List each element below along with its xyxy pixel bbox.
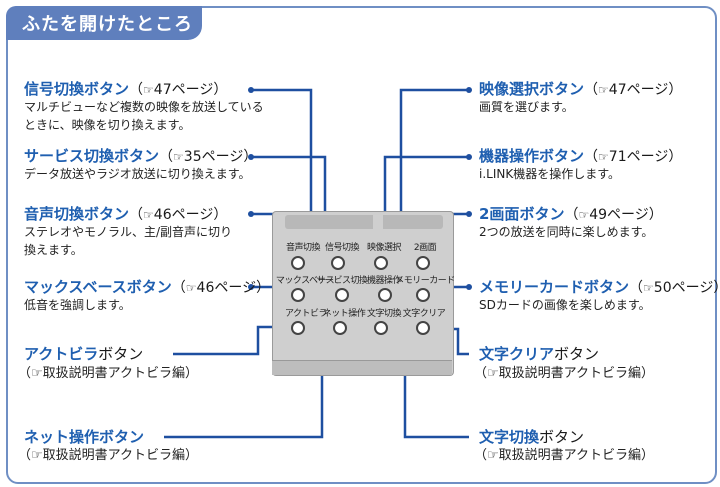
desc-two-screen: 2つの放送を同時に楽しめます。: [479, 225, 654, 239]
desc-audio-switch-1: ステレオやモノラル、主/副音声に切り: [24, 225, 233, 239]
actvila-button[interactable]: [291, 321, 305, 335]
panel-label-audio: 音声切換: [285, 243, 321, 253]
hand-pointer-icon: ☞: [185, 281, 197, 295]
max-base-button[interactable]: [291, 288, 305, 302]
hand-pointer-icon: ☞: [598, 150, 609, 164]
label-signal-switch: 信号切換ボタン（☞47ページ）: [24, 80, 228, 98]
panel-label-memcard: メモリーカード: [395, 276, 455, 286]
label-actvila: アクトビラボタン: [24, 345, 144, 363]
panel-label-2screen: 2画面: [413, 243, 437, 253]
desc-signal-switch-2: ときに、映像を切り換えます。: [24, 118, 191, 132]
net-operation-button[interactable]: [333, 321, 347, 335]
hand-pointer-icon: ☞: [643, 281, 654, 295]
hand-pointer-icon: ☞: [578, 208, 590, 222]
page-title: ふたを開けたところ: [22, 14, 193, 35]
label-text-clear: 文字クリアボタン: [479, 345, 600, 363]
desc-text-clear: （☞取扱説明書アクトビラ編）: [474, 366, 655, 381]
label-memory-card: メモリーカードボタン（☞50ページ）: [479, 278, 720, 296]
panel-label-actvila: アクトビラ: [284, 309, 328, 319]
two-screen-button[interactable]: [416, 256, 430, 270]
label-max-base: マックスベースボタン（☞46ページ）: [24, 278, 271, 296]
hand-pointer-icon: ☞: [143, 208, 154, 222]
signal-switch-button[interactable]: [331, 256, 345, 270]
hand-pointer-icon: ☞: [173, 150, 184, 164]
desc-service-switch: データ放送やラジオ放送に切り換えます。: [24, 167, 251, 181]
panel-label-signal: 信号切換: [324, 243, 360, 253]
desc-picture-select: 画質を選びます。: [479, 100, 574, 114]
label-picture-select: 映像選択ボタン（☞47ページ）: [479, 80, 683, 98]
label-text-switch: 文字切換ボタン: [479, 428, 585, 446]
picture-select-button[interactable]: [374, 256, 388, 270]
label-audio-switch: 音声切換ボタン（☞46ページ）: [24, 205, 228, 223]
memory-card-button[interactable]: [416, 288, 430, 302]
title-tab: [6, 6, 202, 40]
panel-label-clear: 文字クリア: [402, 309, 446, 319]
service-switch-button[interactable]: [335, 288, 349, 302]
desc-actvila: （☞取扱説明書アクトビラ編）: [18, 366, 199, 381]
leader-picture: [399, 88, 469, 240]
audio-switch-button[interactable]: [291, 256, 305, 270]
panel-bottom: [272, 360, 452, 375]
device-operation-button[interactable]: [378, 288, 392, 302]
label-device-operation: 機器操作ボタン（☞71ページ）: [479, 147, 683, 165]
desc-device-operation: i.LINK機器を操作します。: [479, 167, 621, 181]
label-two-screen: 2画面ボタン（☞49ページ）: [479, 205, 663, 223]
panel-label-maxbase: マックスベース: [275, 276, 335, 286]
leader-signal: [251, 88, 313, 240]
label-net-operation: ネット操作ボタン: [24, 428, 145, 446]
label-service-switch: サービス切換ボタン（☞35ページ）: [24, 147, 258, 165]
panel-label-service: サービス切換: [316, 276, 368, 286]
desc-net-operation: （☞取扱説明書アクトビラ編）: [18, 448, 199, 463]
desc-text-switch: （☞取扱説明書アクトビラ編）: [474, 448, 655, 463]
panel-label-picture: 映像選択: [366, 243, 402, 253]
desc-audio-switch-2: 換えます。: [24, 243, 83, 257]
hand-pointer-icon: ☞: [143, 83, 154, 97]
text-clear-button[interactable]: [416, 321, 430, 335]
text-switch-button[interactable]: [374, 321, 388, 335]
panel-label-textswitch: 文字切換: [366, 309, 402, 319]
desc-signal-switch-1: マルチビューなど複数の映像を放送している: [24, 100, 264, 114]
hand-pointer-icon: ☞: [598, 83, 609, 97]
panel-label-device: 機器操作: [366, 276, 402, 286]
panel-slot: [285, 215, 443, 229]
desc-memory-card: SDカードの画像を楽しめます。: [479, 298, 651, 312]
panel-label-net: ネット操作: [322, 309, 366, 319]
desc-max-base: 低音を強調します。: [24, 298, 131, 312]
